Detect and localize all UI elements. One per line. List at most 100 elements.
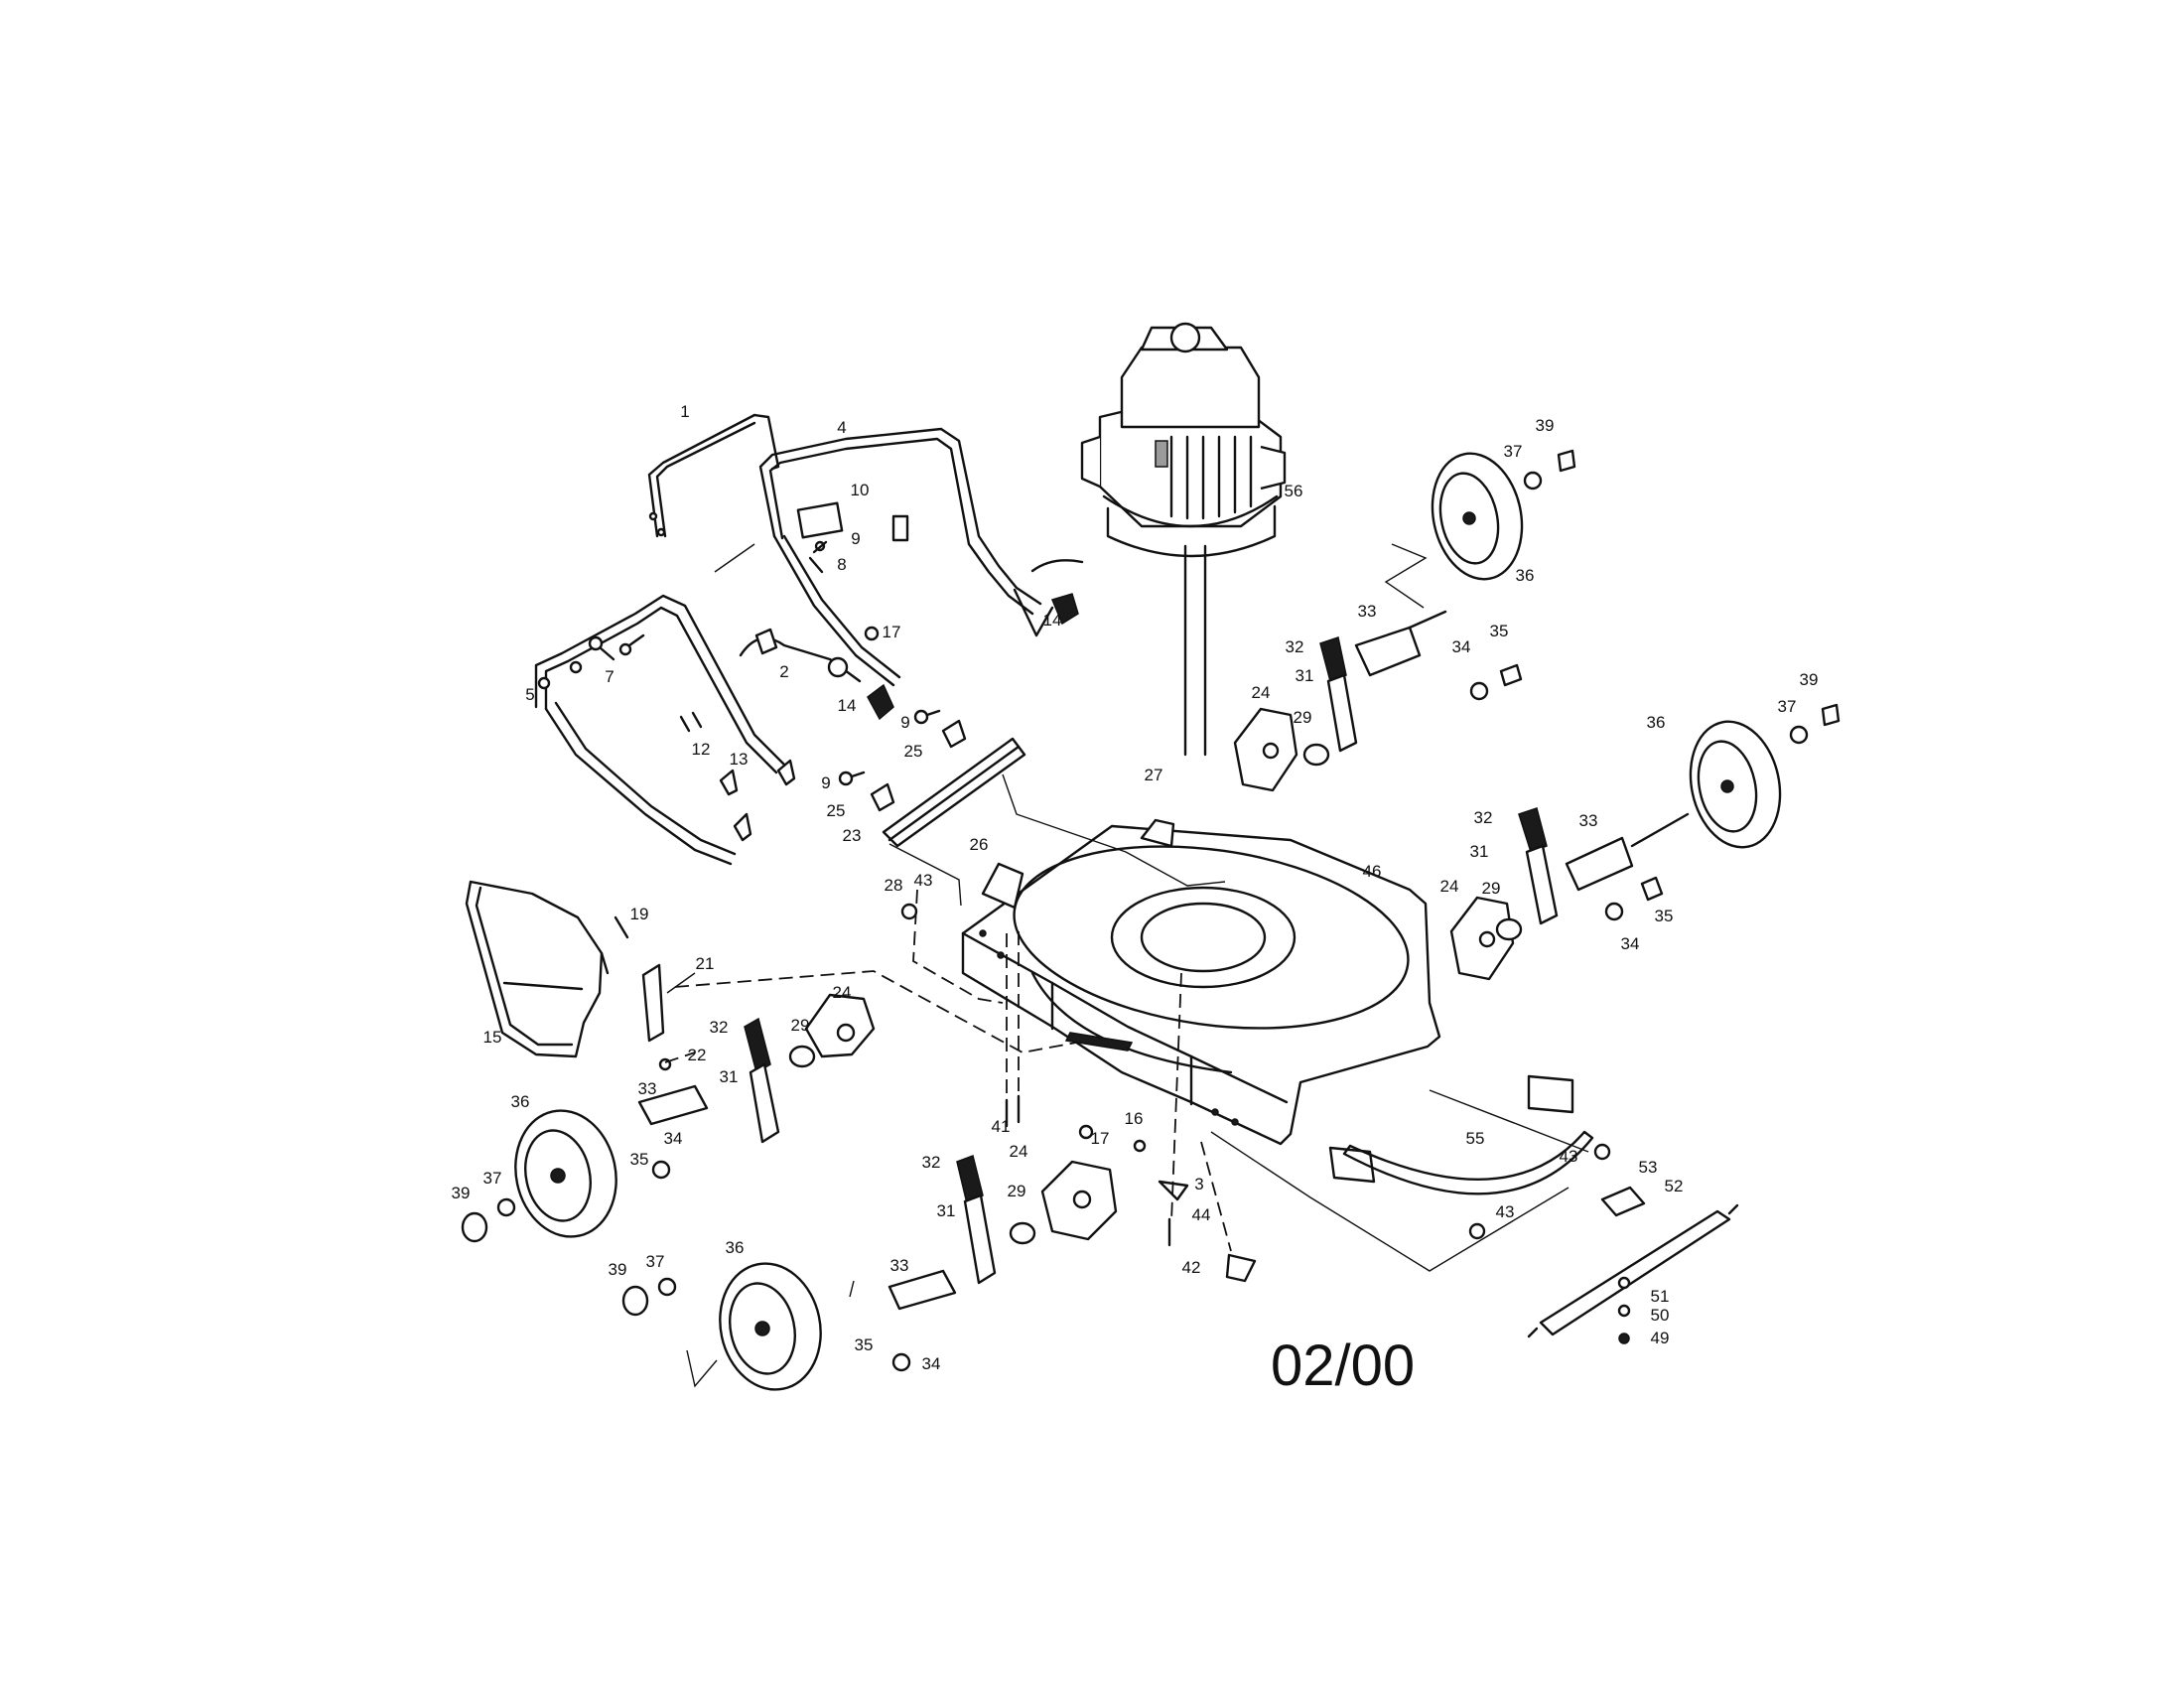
part-number-label: 2	[779, 662, 788, 681]
assembly-lines	[664, 543, 1589, 1388]
part-number-label: 55	[1466, 1129, 1485, 1148]
part-number-label: 25	[904, 742, 923, 761]
part-number-label: 34	[1452, 637, 1471, 656]
part-number-label: 51	[1651, 1287, 1670, 1306]
part-number-label: 39	[452, 1184, 471, 1202]
part-number-label: 23	[843, 826, 862, 845]
part-number-label: 24	[1252, 683, 1271, 702]
part-number-label: 4	[837, 418, 846, 437]
part-number-label: 33	[1579, 811, 1598, 830]
right-front-adjuster	[1449, 807, 1690, 981]
part-number-label: 8	[837, 555, 846, 574]
part-number-label: 26	[970, 835, 989, 854]
part-number-label: 24	[1440, 877, 1459, 896]
left-front-adjuster	[956, 1155, 1118, 1285]
deck-part-46	[961, 818, 1441, 1146]
part-number-label: 31	[720, 1067, 739, 1086]
part-number-label: 28	[885, 876, 903, 895]
part-number-label: 29	[1482, 879, 1501, 898]
date-code: 02/00	[1271, 1333, 1415, 1398]
wheel-left-front	[621, 1262, 957, 1391]
part-number-label: 35	[1490, 622, 1509, 640]
part-number-label: 12	[692, 740, 711, 759]
part-number-label: 44	[1192, 1205, 1211, 1224]
upper-handle-part-1	[647, 413, 780, 538]
deck-shield-part-55	[1328, 1074, 1594, 1195]
part-number-label: 32	[1286, 637, 1304, 656]
part-number-label: 43	[914, 871, 933, 890]
part-number-label: 31	[1296, 666, 1314, 685]
part-number-label: 36	[511, 1092, 530, 1111]
grass-bag-frame-part-15	[465, 880, 629, 1058]
lower-handle-part-5	[534, 594, 786, 866]
part-number-label: 35	[855, 1335, 874, 1354]
part-number-label: 43	[1560, 1147, 1578, 1166]
part-number-label: 36	[726, 1238, 745, 1257]
part-number-label: 50	[1651, 1306, 1670, 1325]
part-number-label: 1	[680, 402, 689, 421]
part-number-label: 27	[1145, 766, 1163, 784]
left-rear-adjuster	[744, 993, 876, 1144]
part-number-label: 37	[646, 1252, 665, 1271]
part-number-label: 29	[791, 1016, 810, 1035]
part-number-label: 3	[1194, 1175, 1203, 1193]
part-number-label: 16	[1125, 1109, 1144, 1128]
part-number-label: 9	[900, 713, 909, 732]
part-number-label: 31	[1470, 842, 1489, 861]
part-number-label: 22	[688, 1046, 707, 1064]
part-number-label: 32	[922, 1153, 941, 1172]
part-number-label: 37	[483, 1169, 502, 1188]
part-number-label: 39	[609, 1260, 627, 1279]
engine-part-56	[1080, 322, 1287, 975]
part-number-label: 34	[922, 1354, 941, 1373]
wheel-right-rear	[1431, 449, 1576, 581]
part-number-label: 33	[638, 1079, 657, 1098]
part-number-label: 7	[605, 667, 614, 686]
part-number-label: 37	[1778, 697, 1797, 716]
part-number-label: 39	[1800, 670, 1819, 689]
wheel-left-rear	[461, 1084, 709, 1243]
part-number-label: 42	[1182, 1258, 1201, 1277]
handle-hardware	[588, 540, 1084, 848]
part-number-label: 37	[1504, 442, 1523, 461]
part-number-label: 33	[1358, 602, 1377, 621]
right-rear-adjuster	[1233, 610, 1523, 792]
part-number-label: 24	[1010, 1142, 1028, 1161]
part-number-label: 9	[851, 529, 860, 548]
part-number-label: 49	[1651, 1329, 1670, 1347]
part-number-label: 36	[1516, 566, 1535, 585]
part-number-label: 33	[890, 1256, 909, 1275]
part-number-label: 29	[1008, 1182, 1026, 1200]
part-number-label: 41	[992, 1117, 1011, 1136]
part-number-label: 17	[883, 623, 901, 641]
part-number-label: 39	[1536, 416, 1555, 435]
part-number-label: 36	[1647, 713, 1666, 732]
part-number-label: 17	[1091, 1129, 1110, 1148]
part-number-label: 35	[1655, 907, 1674, 925]
part-number-label: 31	[937, 1201, 956, 1220]
part-number-label: 56	[1285, 482, 1303, 500]
wheel-right-front	[1689, 703, 1841, 849]
part-number-label: 19	[630, 905, 649, 923]
part-number-label: 43	[1496, 1202, 1515, 1221]
part-number-label: 34	[664, 1129, 683, 1148]
part-number-label: 9	[821, 773, 830, 792]
part-number-label: 29	[1294, 708, 1312, 727]
part-number-label: 32	[710, 1018, 729, 1037]
part-number-label: 10	[851, 481, 870, 499]
part-number-label: 25	[827, 801, 846, 820]
part-number-label: 52	[1665, 1177, 1684, 1195]
part-number-label: 13	[730, 750, 749, 769]
rear-hinge-parts	[641, 963, 672, 1071]
part-number-label: 46	[1363, 862, 1382, 881]
part-number-label: 35	[630, 1150, 649, 1169]
part-number-label: 5	[525, 685, 534, 704]
part-number-label: 34	[1621, 934, 1640, 953]
part-number-label: 14	[838, 696, 857, 715]
part-number-label: 32	[1474, 808, 1493, 827]
part-number-label: 21	[696, 954, 715, 973]
part-number-label: 53	[1639, 1158, 1658, 1177]
upper-handle-part-4	[758, 427, 1042, 687]
